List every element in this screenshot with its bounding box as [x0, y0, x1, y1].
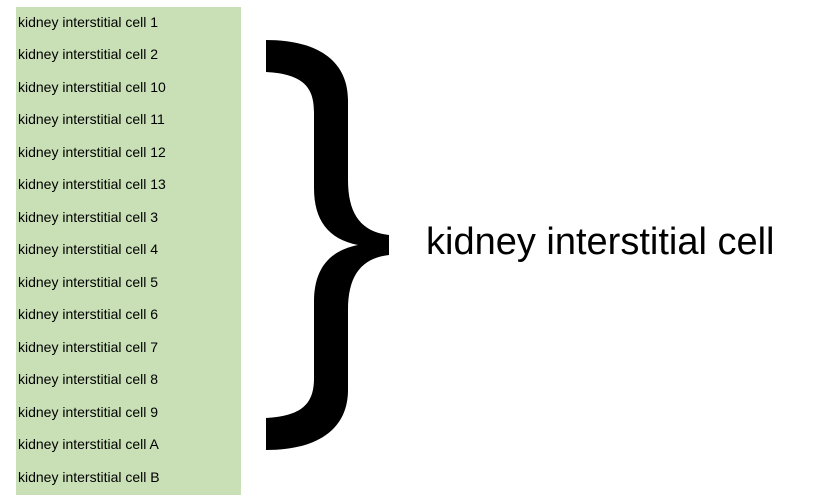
- cell-type-list: kidney interstitial cell 1 kidney inters…: [16, 7, 241, 495]
- list-item: kidney interstitial cell 2: [18, 46, 159, 62]
- list-item: kidney interstitial cell 7: [18, 339, 159, 355]
- list-item: kidney interstitial cell 10: [18, 79, 166, 95]
- list-item: kidney interstitial cell 6: [18, 306, 159, 322]
- list-item: kidney interstitial cell 8: [18, 371, 159, 387]
- list-item: kidney interstitial cell 3: [18, 209, 159, 225]
- list-item: kidney interstitial cell 12: [18, 144, 166, 160]
- list-item: kidney interstitial cell A: [18, 436, 159, 452]
- brace-shape: [266, 40, 389, 450]
- list-item: kidney interstitial cell 13: [18, 176, 166, 192]
- list-item: kidney interstitial cell B: [18, 469, 160, 485]
- list-item: kidney interstitial cell 4: [18, 241, 159, 257]
- list-item: kidney interstitial cell 11: [18, 111, 165, 127]
- closing-brace-icon: [266, 40, 389, 450]
- list-item: kidney interstitial cell 5: [18, 274, 159, 290]
- list-item: kidney interstitial cell 9: [18, 404, 159, 420]
- list-item: kidney interstitial cell 1: [18, 14, 159, 30]
- group-label: kidney interstitial cell: [426, 221, 775, 263]
